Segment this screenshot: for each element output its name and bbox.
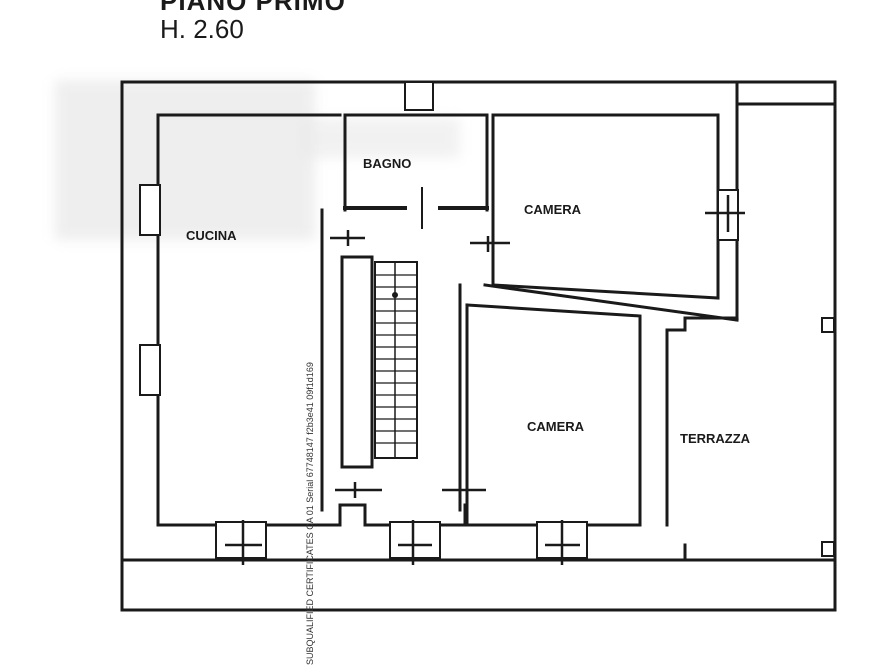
floor-height-label: H. 2.60	[160, 14, 244, 44]
watermark-blur-1	[55, 80, 315, 240]
window-symbols	[139, 81, 835, 559]
room-label-camera-1: CAMERA	[524, 202, 582, 217]
door-swings	[225, 195, 745, 565]
certificate-stamp: SUBQUALIFIED CERTIFICATES CA 01 Serial 6…	[305, 362, 315, 665]
room-label-bagno: BAGNO	[363, 156, 411, 171]
outer-walls	[120, 80, 837, 612]
inner-walls	[156, 113, 739, 562]
watermark-blur-2	[300, 118, 460, 158]
room-label-cucina: CUCINA	[186, 228, 237, 243]
room-label-terrazza: TERRAZZA	[680, 431, 751, 446]
floor-title: PIANO PRIMO	[160, 0, 346, 16]
room-label-camera-2: CAMERA	[527, 419, 585, 434]
staircase	[340, 255, 418, 469]
